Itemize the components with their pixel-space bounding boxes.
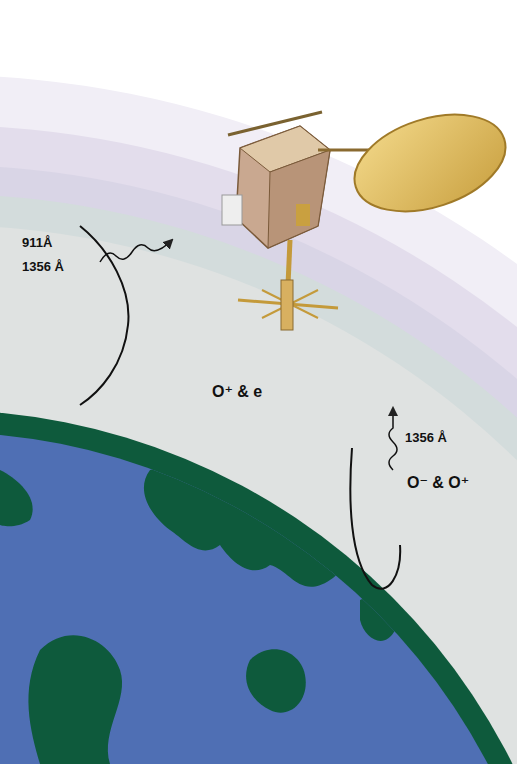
ocean [0, 432, 517, 764]
ionosphere-top [0, 194, 517, 764]
trajectory-curve [80, 226, 128, 405]
haze [0, 125, 517, 764]
photon-arrow [100, 240, 172, 262]
haze-inner [0, 165, 517, 764]
ionosphere-band [0, 225, 517, 764]
species-label: O⁺ & e [212, 383, 262, 401]
photon-arrow [389, 408, 397, 470]
outer-haze [0, 75, 517, 764]
satellite [222, 97, 517, 330]
land [0, 464, 396, 764]
wavelength-label: 1356 Å [405, 431, 447, 445]
species-label: O⁻ & O⁺ [407, 474, 469, 492]
earth-limb [0, 410, 517, 764]
wavelength-label: 911Å [22, 236, 52, 250]
wavelength-label: 1356 Å [22, 260, 64, 274]
